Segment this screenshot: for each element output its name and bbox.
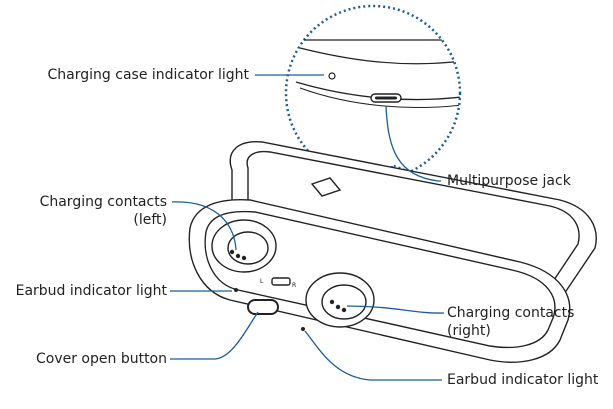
svg-text:L: L (260, 278, 264, 285)
case-indicator-light-zoom (328, 72, 336, 80)
label-charging-contacts-left-line1: Charging contacts (39, 194, 167, 210)
label-earbud-indicator-light-left: Earbud indicator light (15, 283, 167, 299)
label-charging-contacts-left-line2: (left) (133, 212, 167, 228)
label-charging-contacts-right-line2: (right) (447, 323, 491, 339)
leader-lines (170, 74, 445, 381)
case-body (188, 198, 571, 363)
charging-contacts-right-pins (329, 299, 347, 313)
cover-open-button-shape (247, 299, 279, 315)
leader-multipurpose-jack (385, 105, 441, 182)
charging-contacts-left-pins (229, 249, 247, 261)
earbud-indicator-right-dot (301, 327, 305, 331)
leader-contacts-right (346, 305, 445, 314)
label-charging-case-indicator-light: Charging case indicator light (47, 67, 249, 83)
label-cover-open-button: Cover open button (35, 351, 167, 367)
leader-earbud-indicator-right (304, 330, 442, 381)
label-charging-contacts-left: Charging contacts (left) (40, 193, 167, 229)
leader-contacts-left (171, 201, 237, 251)
label-charging-contacts-right: Charging contacts (right) (447, 304, 574, 340)
svg-text:R: R (292, 282, 296, 289)
label-charging-contacts-right-line1: Charging contacts (447, 305, 575, 321)
leader-cover-open (170, 311, 259, 360)
label-earbud-indicator-light-right: Earbud indicator light (447, 372, 599, 388)
earbud-indicator-left-dot (234, 288, 238, 292)
label-multipurpose-jack: Multipurpose jack (447, 173, 571, 189)
